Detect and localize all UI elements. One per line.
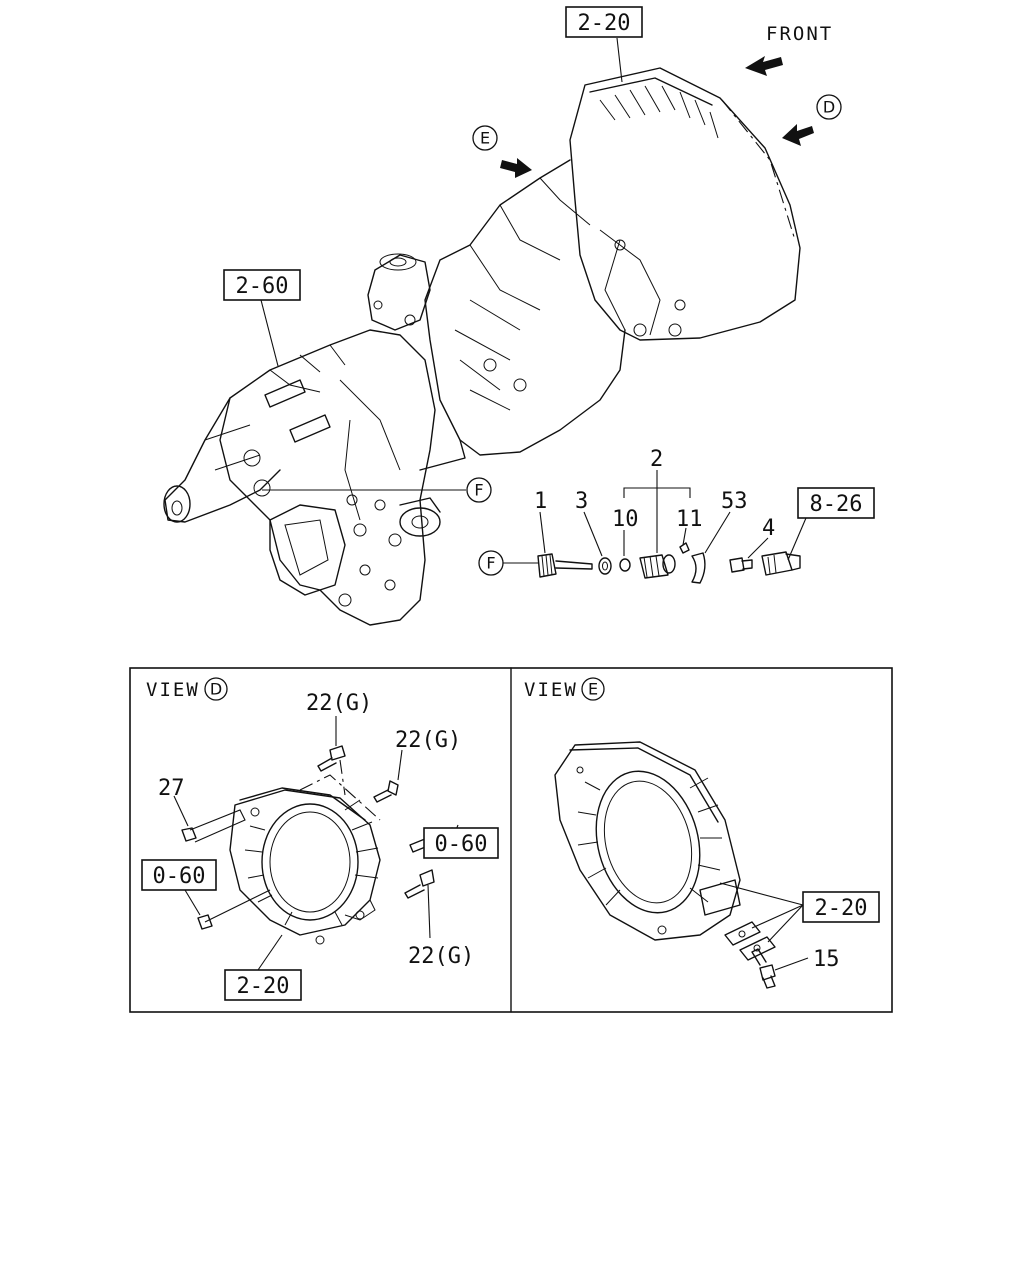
ref-box-d-0-60-left[interactable]: 0-60 <box>141 859 217 891</box>
ref-box-d-2-20[interactable]: 2-20 <box>224 969 302 1001</box>
ref-label: 2-20 <box>578 11 631 36</box>
front-arrow <box>745 56 783 76</box>
view-e-arrow <box>500 158 532 178</box>
part-53-label: 53 <box>721 489 748 514</box>
detail-f-marker: F <box>466 477 492 503</box>
ref-label: 2-60 <box>236 274 289 299</box>
ref-label: 2-20 <box>237 974 290 999</box>
detail-f-marker-row: F <box>478 550 504 576</box>
view-d-arrow <box>782 124 814 146</box>
view-d-title: VIEW <box>146 679 200 701</box>
bolt-22g-top-label: 22(G) <box>306 691 372 716</box>
ref-box-e-2-20[interactable]: 2-20 <box>802 891 880 923</box>
ref-label: 0-60 <box>153 864 206 889</box>
ref-label: 0-60 <box>435 832 488 857</box>
view-d-marker: D <box>816 94 842 120</box>
view-e-title-circle <box>581 677 605 701</box>
ref-box-2-60[interactable]: 2-60 <box>223 269 301 301</box>
ref-box-8-26[interactable]: 8-26 <box>797 487 875 519</box>
part-27-label: 27 <box>158 776 185 801</box>
view-d-panel: VIEW D 22(G) <box>141 677 499 1001</box>
part-10-label: 10 <box>612 507 639 532</box>
ref-label: 2-20 <box>815 896 868 921</box>
part-1-label: 1 <box>534 489 547 514</box>
view-e-marker: E <box>472 125 498 151</box>
view-d-title-letter: D <box>210 680 222 699</box>
view-e-marker-letter: E <box>480 129 490 148</box>
part-15-label: 15 <box>813 947 840 972</box>
part-11-label: 11 <box>676 507 703 532</box>
bolt-22g-bottom-label: 22(G) <box>408 944 474 969</box>
front-label: FRONT <box>766 23 833 45</box>
view-d-title-circle <box>204 677 228 701</box>
transmission-assembly <box>163 67 801 626</box>
part-3-label: 3 <box>575 489 588 514</box>
view-e-title-letter: E <box>588 680 598 699</box>
ref-box-top-2-20[interactable]: 2-20 <box>565 6 643 38</box>
view-e-title: VIEW <box>524 679 578 701</box>
speedometer-parts-row <box>503 542 801 584</box>
detail-f-marker-letter: F <box>474 481 483 500</box>
bolt-22g-mid-label: 22(G) <box>395 728 461 753</box>
view-d-marker-letter: D <box>823 98 835 117</box>
view-e-panel: VIEW E 15 2-20 <box>524 677 880 989</box>
direction-arrows <box>500 56 814 178</box>
part-2-label: 2 <box>650 447 663 472</box>
part-4-label: 4 <box>762 516 775 541</box>
ref-label: 8-26 <box>810 492 863 517</box>
detail-f-marker-row-letter: F <box>486 554 495 573</box>
ref-box-d-0-60-right[interactable]: 0-60 <box>423 827 499 859</box>
